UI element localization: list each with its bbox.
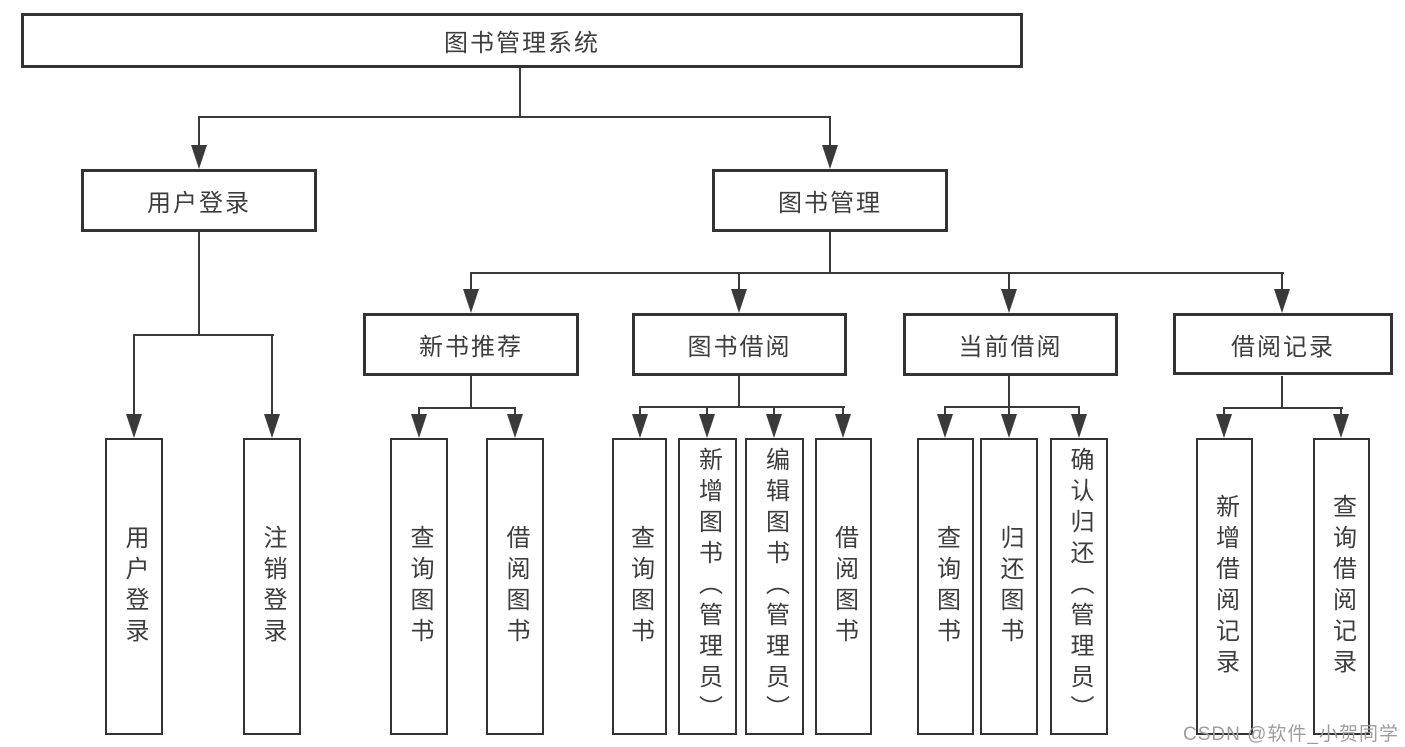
- arrow-down-icon: [1071, 414, 1087, 438]
- connector-level1-bar: [198, 116, 831, 118]
- connector-group-bar: [418, 407, 516, 409]
- connector-stem: [829, 232, 831, 274]
- connector-stem: [470, 376, 472, 409]
- arrow-down-icon: [937, 414, 953, 438]
- node-new-book-recommend: 新书推荐: [363, 313, 579, 376]
- connector-stem: [944, 406, 946, 420]
- leaf-label: 新增图书（管理员）: [694, 447, 722, 726]
- connector-stem: [1340, 407, 1342, 420]
- leaf-borrow-books: 借阅图书: [486, 438, 544, 735]
- connector-stem: [418, 407, 420, 420]
- arrow-down-icon: [191, 145, 207, 169]
- leaf-query-books: 查询图书: [917, 438, 974, 735]
- leaf-confirm-return-admin: 确认归还（管理员）: [1050, 438, 1108, 735]
- connector-stem: [1008, 406, 1010, 420]
- arrow-down-icon: [1001, 289, 1017, 313]
- leaf-label: 借阅图书: [502, 524, 529, 649]
- leaf-label: 查询借阅记录: [1328, 493, 1356, 680]
- connector-stem: [1008, 376, 1010, 408]
- leaf-label: 注销登录: [259, 524, 286, 649]
- connector-group-bar: [639, 406, 845, 408]
- arrow-down-icon: [463, 289, 479, 313]
- connector-stem: [773, 406, 775, 420]
- leaf-query-books: 查询图书: [612, 438, 667, 735]
- connector-stem: [470, 272, 472, 292]
- arrow-down-icon: [731, 289, 747, 313]
- leaf-label: 查询图书: [932, 524, 960, 649]
- node-label: 图书借阅: [687, 334, 792, 361]
- leaf-label: 编辑图书（管理员）: [761, 447, 789, 726]
- node-label: 图书管理: [778, 190, 882, 217]
- connector-level2-bar: [470, 272, 1284, 274]
- connector-stem: [842, 406, 844, 420]
- node-current-borrow: 当前借阅: [903, 313, 1118, 376]
- node-label: 新书推荐: [419, 334, 523, 361]
- connector-stem: [706, 406, 708, 420]
- leaf-borrow-books: 借阅图书: [815, 438, 872, 735]
- leaf-query-books: 查询图书: [390, 438, 448, 735]
- node-user-login: 用户登录: [81, 169, 317, 232]
- arrow-down-icon: [699, 414, 715, 438]
- arrow-down-icon: [126, 414, 142, 438]
- leaf-label: 查询图书: [626, 524, 654, 649]
- node-label: 用户登录: [147, 190, 251, 217]
- connector-stem: [198, 116, 200, 148]
- leaf-label: 查询图书: [406, 524, 433, 649]
- connector-stem: [271, 334, 273, 416]
- arrow-down-icon: [1333, 414, 1349, 438]
- arrow-down-icon: [822, 145, 838, 169]
- leaf-logout: 注销登录: [243, 438, 301, 735]
- node-borrow-records: 借阅记录: [1173, 313, 1393, 375]
- connector-stem: [1223, 407, 1225, 420]
- arrow-down-icon: [1001, 414, 1017, 438]
- connector-group-bar: [133, 334, 274, 336]
- arrow-down-icon: [632, 414, 648, 438]
- connector-stem: [738, 272, 740, 292]
- connector-stem: [198, 232, 200, 336]
- arrow-down-icon: [411, 414, 427, 438]
- connector-stem: [133, 334, 135, 416]
- node-book-management: 图书管理: [712, 169, 948, 232]
- connector-group-bar: [1223, 407, 1343, 409]
- node-book-borrow: 图书借阅: [632, 313, 847, 376]
- leaf-add-book-admin: 新增图书（管理员）: [678, 438, 737, 735]
- node-label: 当前借阅: [958, 334, 1063, 361]
- connector-stem: [1281, 272, 1283, 292]
- leaf-query-borrow-record: 查询借阅记录: [1313, 438, 1370, 735]
- arrow-down-icon: [766, 414, 782, 438]
- arrow-down-icon: [1216, 414, 1232, 438]
- arrow-down-icon: [835, 414, 851, 438]
- connector-group-bar: [944, 406, 1080, 408]
- leaf-add-borrow-record: 新增借阅记录: [1196, 438, 1253, 735]
- arrow-down-icon: [507, 414, 523, 438]
- connector-stem: [1008, 272, 1010, 292]
- leaf-label: 确认归还（管理员）: [1066, 447, 1093, 726]
- connector-stem: [829, 116, 831, 148]
- node-root-system: 图书管理系统: [21, 13, 1023, 68]
- connector-stem: [639, 406, 641, 420]
- leaf-label: 用户登录: [121, 524, 148, 649]
- leaf-label: 归还图书: [996, 524, 1023, 649]
- arrow-down-icon: [264, 414, 280, 438]
- leaf-label: 借阅图书: [830, 524, 858, 649]
- connector-stem: [1078, 406, 1080, 420]
- connector-stem: [738, 376, 740, 408]
- connector-stem: [514, 407, 516, 420]
- connector-stem: [1281, 376, 1283, 409]
- arrow-down-icon: [1274, 289, 1290, 313]
- leaf-label: 新增借阅记录: [1211, 493, 1239, 680]
- csdn-watermark: CSDN @软件_小贺同学: [1183, 724, 1399, 745]
- node-label: 借阅记录: [1231, 333, 1335, 361]
- leaf-edit-book-admin: 编辑图书（管理员）: [745, 438, 804, 735]
- node-label: 图书管理系统: [444, 30, 600, 57]
- connector-root-stem: [519, 68, 521, 117]
- leaf-user-login: 用户登录: [105, 438, 163, 735]
- leaf-return-book: 归还图书: [980, 438, 1038, 735]
